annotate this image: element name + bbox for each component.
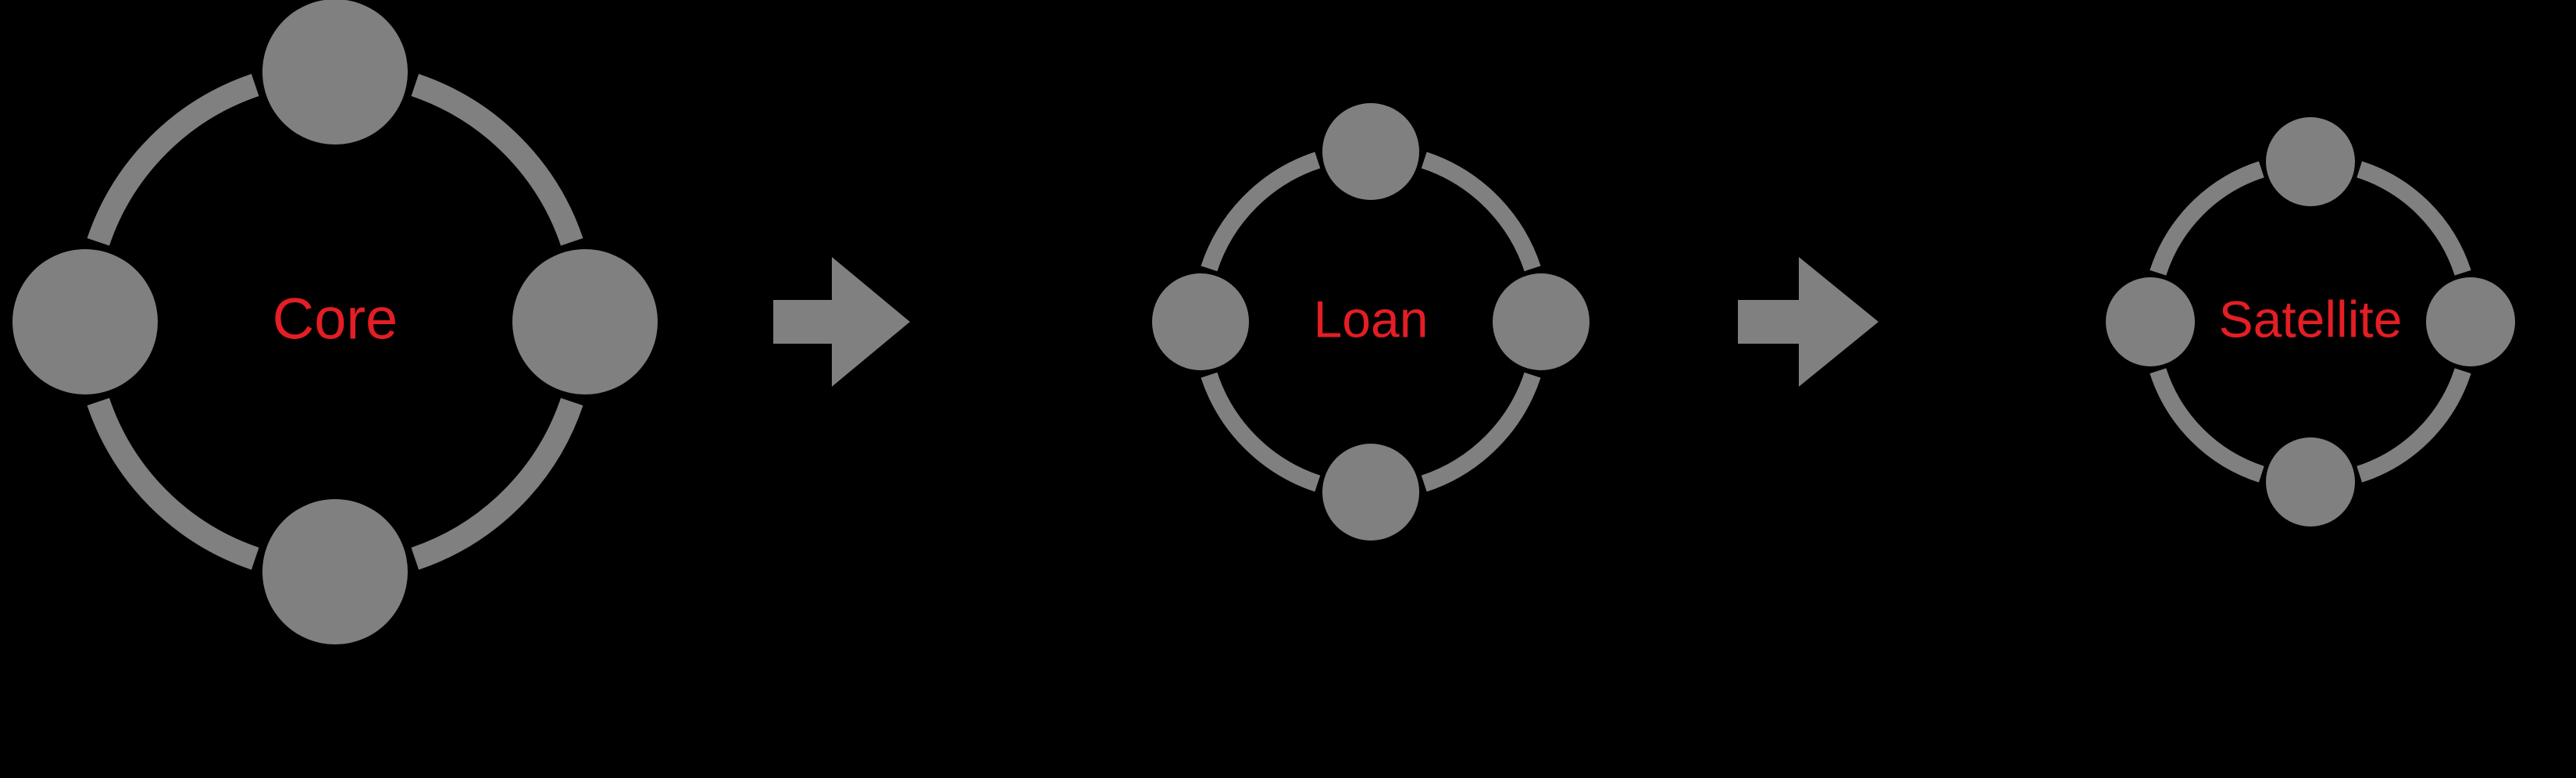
satellite-node-right[interactable]	[2426, 277, 2515, 366]
satellite-arc-top-left	[2150, 161, 2264, 276]
node-group-core[interactable]: Core	[12, 0, 658, 644]
loan-arc-top-left	[1201, 152, 1321, 272]
satellite-node-top[interactable]	[2266, 117, 2355, 206]
core-node-right[interactable]	[512, 249, 658, 394]
loan-arc-bottom-left	[1201, 372, 1321, 492]
arrow-loan-to-satellite-icon	[1738, 257, 1878, 387]
satellite-arc-bottom-left	[2150, 368, 2264, 483]
core-ring-arcs	[87, 73, 583, 570]
satellite-group-label: Satellite	[2219, 290, 2403, 348]
loan-node-bottom[interactable]	[1322, 444, 1419, 541]
loan-ring-arcs	[1201, 152, 1541, 492]
satellite-ring-arcs	[2150, 161, 2471, 483]
satellite-node-left[interactable]	[2106, 277, 2195, 366]
core-arc-bottom-left	[87, 398, 259, 570]
loan-node-left[interactable]	[1152, 273, 1249, 370]
loan-node-top[interactable]	[1322, 103, 1419, 200]
node-group-satellite[interactable]: Satellite	[2106, 117, 2515, 526]
loan-arc-bottom-right	[1421, 372, 1541, 492]
core-node-left[interactable]	[12, 249, 158, 394]
arrow-core-to-loan-icon	[773, 257, 910, 387]
loan-arc-top-right	[1421, 152, 1541, 272]
core-arc-top-left	[87, 73, 259, 246]
core-arc-bottom-right	[411, 398, 583, 570]
core-group-label: Core	[273, 287, 398, 352]
satellite-node-bottom[interactable]	[2266, 437, 2355, 526]
node-group-loan[interactable]: Loan	[1152, 103, 1589, 541]
loan-group-label: Loan	[1314, 290, 1429, 348]
core-arc-top-right	[411, 73, 583, 246]
satellite-arc-top-right	[2357, 161, 2471, 276]
loan-node-right[interactable]	[1493, 273, 1589, 370]
core-node-bottom[interactable]	[262, 499, 408, 644]
core-node-top[interactable]	[262, 0, 408, 145]
satellite-arc-bottom-right	[2357, 368, 2471, 483]
